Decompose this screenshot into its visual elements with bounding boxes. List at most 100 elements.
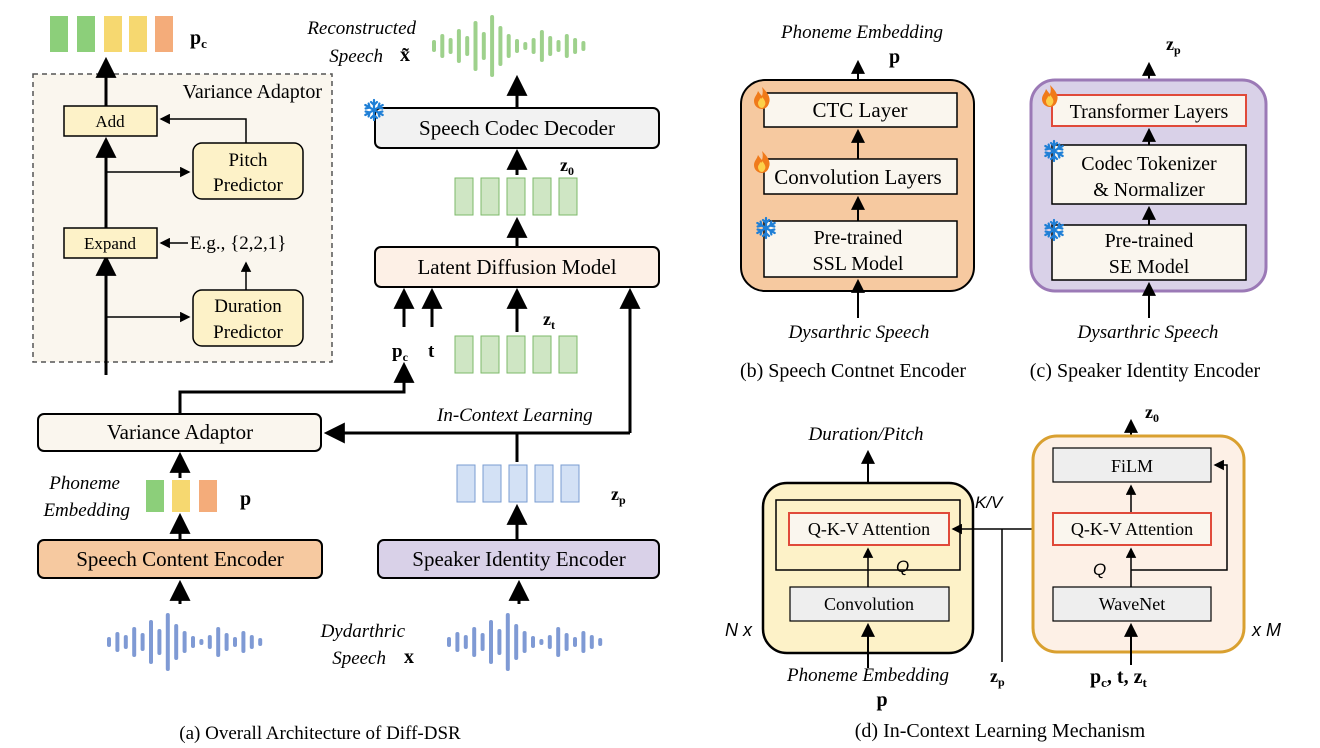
ctc-layer-box (763, 92, 958, 128)
waveform-bar (573, 637, 577, 647)
waveform-bar (140, 633, 145, 651)
waveform-bar (598, 638, 603, 646)
waveform-bar (233, 637, 237, 647)
zp-label: zp (611, 484, 626, 507)
transformer-layers-box (1051, 94, 1247, 127)
c-dysarthric-speech: Dysarthric Speech (1077, 322, 1219, 343)
variance-adaptor-inner-title: Variance Adaptor (183, 81, 323, 103)
waveform-bar (531, 38, 536, 54)
waveform-bar (573, 38, 578, 54)
zt-bar-2 (480, 335, 500, 374)
zt-label: zt (543, 309, 555, 332)
z0-bar-5 (558, 177, 578, 216)
waveform-bar (506, 34, 511, 58)
waveform-bar (531, 636, 535, 648)
phoneme-bar-1 (146, 480, 164, 512)
waveform-bar (489, 620, 493, 664)
t-label: t (428, 341, 435, 362)
x-label: x (404, 646, 414, 668)
ssl-model-line2: SSL Model (813, 253, 904, 275)
ssl-model-line1: Pre-trained (814, 227, 903, 249)
speaker-identity-encoder-label: Speaker Identity Encoder (412, 547, 625, 571)
film-box (1052, 447, 1212, 483)
waveform-bar (149, 620, 153, 664)
pc-label: pc (392, 341, 409, 364)
caption-c: (c) Speaker Identity Encoder (1030, 360, 1261, 382)
duration-predictor-line2: Predictor (213, 322, 283, 343)
waveform-bar (440, 34, 445, 58)
caption-d: (d) In-Context Learning Mechanism (855, 720, 1146, 742)
z0-latent-bars (454, 177, 578, 216)
convolution-layers-label: Convolution Layers (774, 165, 941, 189)
ssl-model-box (763, 220, 958, 278)
waveform-bar (191, 636, 195, 648)
pitch-predictor-box (192, 142, 304, 200)
dydarthric-line2: Speech (332, 648, 386, 669)
waveform-bar (523, 42, 528, 50)
phoneme-feature-bars (146, 480, 217, 512)
waveform-bar (455, 632, 460, 652)
waveform-bar (207, 635, 212, 649)
waveform-bar (589, 635, 594, 649)
latent-diffusion-model-label: Latent Diffusion Model (417, 255, 616, 279)
d-phoneme-embedding: Phoneme Embedding (786, 665, 949, 686)
panel-b: Phoneme Embedding p CTC Layer Convolutio… (740, 22, 975, 382)
zt-bar-3 (506, 335, 526, 374)
waveform-bar (123, 635, 128, 649)
wavenet-label: WaveNet (1099, 594, 1166, 614)
pc-bar-2 (77, 16, 95, 52)
waveform-bar (581, 631, 586, 653)
phoneme-bar-2 (172, 480, 190, 512)
nx-label: N x (725, 620, 753, 640)
se-model-box (1051, 224, 1247, 281)
in-context-learning-label: In-Context Learning (436, 405, 593, 426)
add-label: Add (95, 112, 125, 131)
phoneme-bar-3 (199, 480, 217, 512)
expand-box (63, 227, 158, 259)
waveform-bar (481, 32, 486, 60)
phoneme-line2: Embedding (42, 500, 130, 521)
waveform-bar (174, 624, 179, 660)
pc-feature-bars (50, 16, 173, 52)
phoneme-line1: Phoneme (48, 473, 120, 494)
waveform-bar (447, 637, 451, 647)
waveform-bar (564, 633, 569, 651)
transformer-layers-label: Transformer Layers (1070, 101, 1229, 123)
zt-bar-5 (558, 335, 578, 374)
dydarthric-line1: Dydarthric (320, 621, 406, 642)
waveform-bar (216, 627, 221, 657)
codec-tokenizer-box (1051, 144, 1247, 205)
waveform-bar (165, 613, 170, 671)
eg-label: E.g., {2,2,1} (190, 233, 286, 254)
b-p-label: p (889, 46, 900, 68)
waveform-bar (480, 633, 485, 651)
variance-adaptor-label: Variance Adaptor (107, 420, 253, 444)
waveform-bar (258, 638, 263, 646)
speaker-identity-encoder-box (377, 539, 660, 579)
codec-line2: & Normalizer (1093, 179, 1205, 201)
waveform-bar (515, 39, 519, 53)
pc-bar-1 (50, 16, 68, 52)
qkv-right-label: Q-K-V Attention (1071, 519, 1193, 539)
panel-a: pc Variance Adaptor Add Pitch Predictor … (32, 15, 660, 744)
codec-line1: Codec Tokenizer (1081, 153, 1217, 175)
speech-content-encoder-box (37, 539, 323, 579)
d-zp-label: zp (990, 666, 1005, 689)
zt-latent-bars (454, 335, 578, 374)
waveform-bar (249, 635, 254, 649)
waveform-bar (465, 36, 470, 56)
waveform-bar (157, 629, 162, 655)
d-inputs-label: pc, t, zt (1090, 666, 1147, 690)
duration-predictor-box (192, 289, 304, 347)
duration-predictor-line1: Duration (214, 296, 282, 317)
waveform-bar (473, 21, 478, 71)
q-right-label: Q (1093, 560, 1106, 579)
panel-d: Duration/Pitch Q-K-V Attention Q Convolu… (725, 402, 1281, 742)
convolution-label: Convolution (824, 594, 914, 614)
reconstructed-line1: Reconstructed (306, 18, 416, 39)
waveform-bar (564, 34, 569, 58)
zp-bar-3 (508, 464, 528, 503)
input-waveform-right (447, 613, 603, 671)
waveform-bar (432, 40, 436, 52)
zt-bar-1 (454, 335, 474, 374)
